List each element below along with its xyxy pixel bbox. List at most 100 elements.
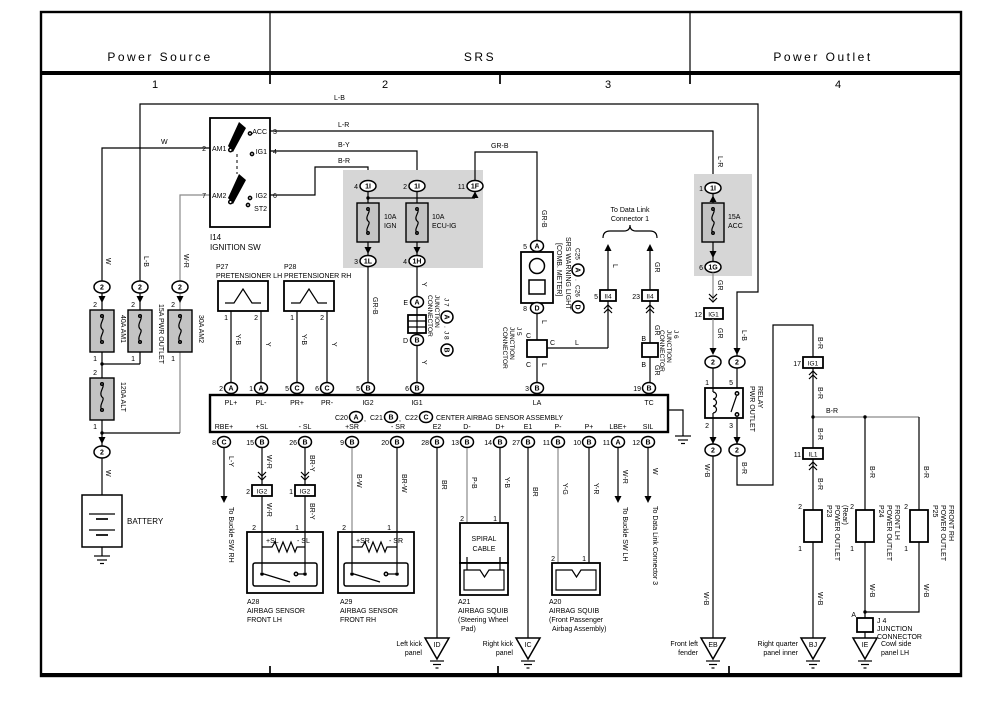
svg-text:120A ALT: 120A ALT <box>119 382 126 413</box>
svg-text:11: 11 <box>603 440 610 447</box>
fuse-30a-am2: 21 30A AM2 <box>167 302 204 363</box>
svg-text:12: 12 <box>694 312 702 319</box>
svg-text:1: 1 <box>705 380 709 387</box>
svg-text:2: 2 <box>711 448 715 455</box>
svg-text:fender: fender <box>678 650 699 657</box>
svg-text:IG1: IG1 <box>411 400 422 407</box>
svg-text:AIRBAG SENSOR: AIRBAG SENSOR <box>340 608 398 615</box>
svg-text:JUNCTION: JUNCTION <box>877 626 912 633</box>
svg-text:D-: D- <box>463 424 471 431</box>
svg-text:CABLE: CABLE <box>473 546 496 553</box>
svg-text:27: 27 <box>512 440 520 447</box>
svg-text:IC: IC <box>525 642 532 649</box>
svg-text:+SR: +SR <box>356 538 370 545</box>
fuse-15a-pwr-outlet: 21 15A PWR OUTLET <box>127 302 164 365</box>
svg-text:AIRBAG SQUIB: AIRBAG SQUIB <box>549 608 600 615</box>
svg-text:- SR: - SR <box>391 424 405 431</box>
svg-text:+SL: +SL <box>256 424 269 431</box>
svg-text:IG2: IG2 <box>257 489 268 496</box>
svg-text:1: 1 <box>850 546 854 553</box>
ignition-output-wires: L-R B-Y B-R GR-B <box>270 122 714 196</box>
svg-text:,: , <box>399 416 401 423</box>
svg-text:JUNCTION: JUNCTION <box>665 330 672 363</box>
center-airbag-sensor-assembly: PL+ PL- PR+ PR- IG2 IG1 LA TC C20 A , C2… <box>208 393 691 445</box>
svg-text:BR: BR <box>531 487 538 497</box>
connector-2-am1: 2 <box>93 280 111 303</box>
svg-text:6: 6 <box>699 265 703 272</box>
svg-text:IG1: IG1 <box>256 149 267 156</box>
svg-text:W: W <box>161 139 168 146</box>
svg-text:GR: GR <box>716 280 723 291</box>
svg-text:Right kick: Right kick <box>483 641 514 648</box>
connector-2-battery: 2 <box>93 437 111 459</box>
svg-text:2: 2 <box>252 525 256 532</box>
svg-text:P28: P28 <box>284 264 297 271</box>
svg-text:2: 2 <box>93 370 97 377</box>
svg-text:1: 1 <box>493 516 497 523</box>
e2-ground-wire: BR <box>436 448 447 638</box>
svg-text:6: 6 <box>273 193 277 200</box>
svg-text:Y-B: Y-B <box>300 334 307 345</box>
frame <box>39 10 963 678</box>
svg-text:Y-B: Y-B <box>503 477 510 488</box>
svg-text:PRETENSIONER LH: PRETENSIONER LH <box>216 273 282 280</box>
svg-text:A: A <box>228 386 233 393</box>
svg-text:Y: Y <box>330 342 337 347</box>
svg-text:15A: 15A <box>728 214 741 221</box>
svg-text:GR: GR <box>716 328 723 339</box>
connector-2-pwr: 2 <box>131 280 149 303</box>
svg-text:A21: A21 <box>458 599 471 606</box>
assembly-name: CENTER AIRBAG SENSOR ASSEMBLY <box>436 415 563 422</box>
svg-text:B: B <box>434 440 439 447</box>
svg-text:2: 2 <box>342 525 346 532</box>
svg-text:11: 11 <box>543 440 550 447</box>
svg-text:To Data Link: To Data Link <box>611 207 650 214</box>
svg-text:10A: 10A <box>432 214 445 221</box>
svg-text:IG2: IG2 <box>362 400 373 407</box>
svg-text:4: 4 <box>354 184 358 191</box>
svg-text:2: 2 <box>178 285 182 292</box>
svg-text:Y-R: Y-R <box>592 483 599 494</box>
svg-text:28: 28 <box>421 440 429 447</box>
svg-text:L-B: L-B <box>740 330 747 341</box>
junction-connector-j6: GR B B GR J 6 JUNCTION CONNECTOR <box>641 325 679 382</box>
svg-text:2: 2 <box>551 556 555 563</box>
svg-text:B: B <box>349 440 354 447</box>
svg-text:BR-Y: BR-Y <box>308 455 315 472</box>
svg-text:POWER OUTLET: POWER OUTLET <box>833 505 840 562</box>
svg-text:1: 1 <box>699 186 703 193</box>
fuse-40a-am1: 21 40A AM1 <box>89 302 126 363</box>
svg-text:ECU-IG: ECU-IG <box>432 223 457 230</box>
svg-text:B: B <box>641 336 646 343</box>
svg-text:PL-: PL- <box>256 400 268 407</box>
junction-connector-j7: E A D B JUNCTION CONNECTOR J 7 A . J 8 B <box>403 295 454 357</box>
svg-text:1: 1 <box>387 525 391 532</box>
svg-text:1L: 1L <box>364 259 373 266</box>
column-4: 4 <box>835 79 841 91</box>
power-outlet-front-rh: 2 1 P25 POWER OUTLET FRONT RH <box>904 504 954 562</box>
svg-text:W-B: W-B <box>868 584 875 598</box>
svg-text:2: 2 <box>219 386 223 393</box>
svg-text:P27: P27 <box>216 264 229 271</box>
svg-text:GR: GR <box>653 365 660 376</box>
svg-text:RBE+: RBE+ <box>215 424 233 431</box>
svg-text:2: 2 <box>100 285 104 292</box>
svg-text:L-B: L-B <box>334 95 345 102</box>
svg-text:1: 1 <box>224 315 228 322</box>
svg-text:+SR: +SR <box>345 424 359 431</box>
svg-text:CONNECTOR: CONNECTOR <box>658 330 665 372</box>
svg-text:IG2: IG2 <box>300 489 311 496</box>
svg-text:- SR: - SR <box>389 538 403 545</box>
svg-text:10: 10 <box>573 440 581 447</box>
